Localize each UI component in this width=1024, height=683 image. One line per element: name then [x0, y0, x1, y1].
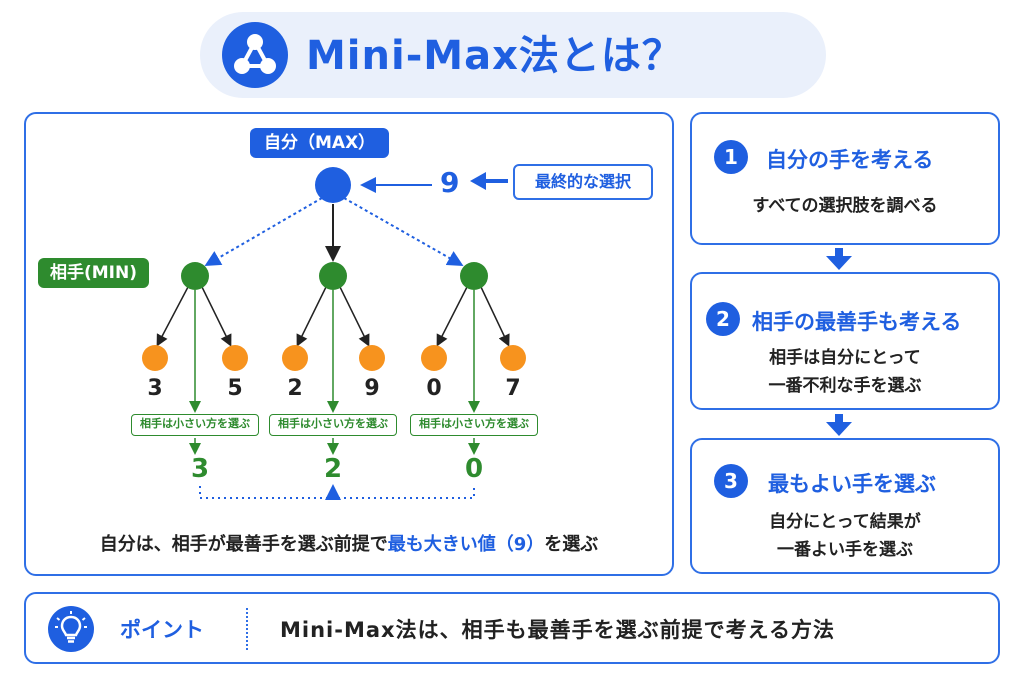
- leaf-node: [222, 345, 248, 371]
- down-arrow-icon: [826, 414, 852, 436]
- step-description: すべての選択肢を調べる: [692, 192, 998, 220]
- min-value: 0: [464, 454, 484, 484]
- min-node-center: [319, 262, 347, 290]
- lightbulb-icon: [48, 606, 94, 652]
- step-title: 最もよい手を選ぶ: [768, 472, 936, 496]
- step-description: 相手は自分にとって 一番不利な手を選ぶ: [692, 344, 998, 400]
- collect-dotted-line: [199, 486, 475, 499]
- point-divider: [246, 608, 248, 650]
- leaf-value: 5: [227, 376, 243, 401]
- step-number-badge: 2: [706, 302, 740, 336]
- tree-network-icon: [222, 22, 288, 88]
- leaf-node: [421, 345, 447, 371]
- point-label: ポイント: [120, 618, 204, 642]
- leaf-node: [500, 345, 526, 371]
- down-arrow-icon: [826, 248, 852, 270]
- step-card-3: 3 最もよい手を選ぶ 自分にとって結果が 一番よい手を選ぶ: [690, 438, 1000, 574]
- step-description-line: 自分にとって結果が: [769, 512, 921, 532]
- max-player-label: 自分（MAX）: [250, 128, 390, 158]
- step-description: 自分にとって結果が 一番よい手を選ぶ: [692, 508, 998, 564]
- step-title: 相手の最善手も考える: [752, 310, 962, 334]
- leaf-value: 2: [287, 376, 303, 401]
- step-number-badge: 1: [714, 140, 748, 174]
- summary-highlight: 最も大きい値（9）: [387, 534, 545, 555]
- point-panel: ポイント Mini-Max法は、相手も最善手を選ぶ前提で考える方法: [24, 592, 1000, 664]
- min-choice-tag: 相手は小さい方を選ぶ: [131, 414, 259, 436]
- leaf-value: 0: [426, 376, 442, 401]
- summary-text-after: を選ぶ: [544, 534, 599, 555]
- leaf-value: 9: [364, 376, 380, 401]
- page-title: Mini-Max法とは？: [306, 33, 683, 79]
- leaf-value: 7: [505, 376, 521, 401]
- edge-root-min-right: [343, 197, 464, 266]
- min-node-right: [460, 262, 488, 290]
- leaf-node: [142, 345, 168, 371]
- summary-text-before: 自分は、相手が最善手を選ぶ前提で: [99, 534, 388, 555]
- min-value: 2: [323, 454, 343, 484]
- step-description-line: 一番よい手を選ぶ: [777, 540, 913, 560]
- root-node: [315, 167, 351, 203]
- min-node-left: [181, 262, 209, 290]
- leaf-node: [359, 345, 385, 371]
- min-choice-tag: 相手は小さい方を選ぶ: [410, 414, 538, 436]
- min-value: 3: [190, 454, 210, 484]
- final-choice-label: 最終的な選択: [513, 164, 653, 200]
- step-description-line: 一番不利な手を選ぶ: [768, 376, 922, 396]
- edge-root-min-left: [204, 197, 323, 267]
- step-description-line: すべての選択肢を調べる: [752, 196, 938, 216]
- step-description-line: 相手は自分にとって: [769, 348, 921, 368]
- step-card-2: 2 相手の最善手も考える 相手は自分にとって 一番不利な手を選ぶ: [690, 272, 1000, 410]
- step-number-badge: 3: [714, 464, 748, 498]
- step-card-1: 1 自分の手を考える すべての選択肢を調べる: [690, 112, 1000, 245]
- arrow-label-to-value-head: [470, 172, 486, 190]
- leaf-node: [282, 345, 308, 371]
- title-banner: [200, 12, 826, 98]
- min-choice-tag: 相手は小さい方を選ぶ: [269, 414, 397, 436]
- leaf-value: 3: [147, 376, 163, 401]
- point-text: Mini-Max法は、相手も最善手を選ぶ前提で考える方法: [280, 618, 835, 642]
- min-player-label: 相手(MIN): [38, 258, 150, 288]
- root-value: 9: [440, 166, 460, 199]
- step-title: 自分の手を考える: [766, 148, 934, 172]
- tree-summary: 自分は、相手が最善手を選ぶ前提で最も大きい値（9）を選ぶ: [24, 530, 674, 556]
